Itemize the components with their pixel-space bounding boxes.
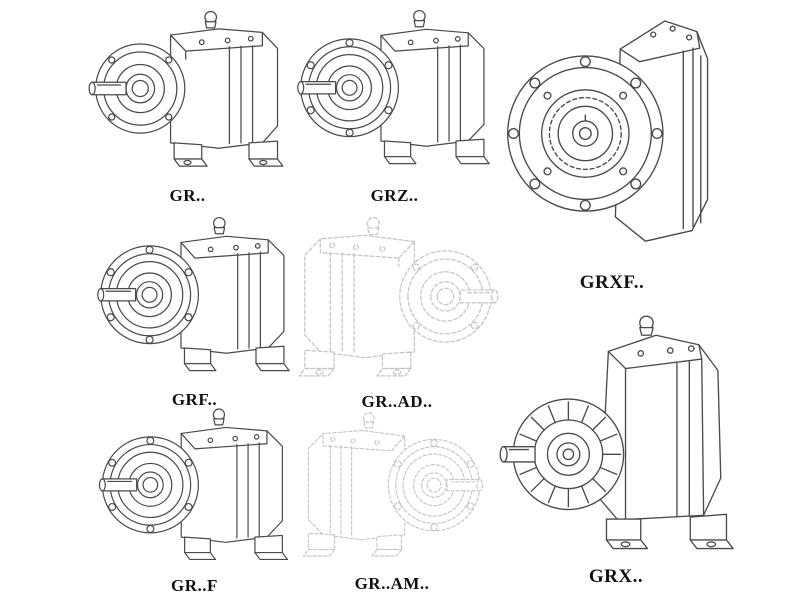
- gearbox-drawing-gr-ad: [292, 210, 502, 392]
- figure-gr-am: [292, 410, 492, 570]
- gearbox-drawing-grf: [92, 208, 297, 392]
- figure-gr-ad: [292, 210, 502, 392]
- figure-label-gr-am: GR..AM..: [354, 574, 430, 593]
- figure-label-grx: GRX..: [588, 566, 644, 587]
- gearbox-drawing-grx: [496, 296, 736, 564]
- figure-grf: [92, 208, 297, 392]
- figure-label-gr-ad: GR..AD..: [361, 392, 433, 411]
- figure-grxf: [498, 0, 726, 268]
- figure-label-grz: GRZ..: [370, 186, 419, 205]
- figure-gr: [85, 2, 290, 184]
- figure-grz: [292, 2, 497, 184]
- figure-label-gr-f: GR..F: [171, 576, 218, 595]
- gearbox-drawing-gr-am: [292, 410, 492, 570]
- figure-label-grxf: GRXF..: [579, 272, 645, 293]
- gearbox-drawing-gr-f: [92, 406, 297, 574]
- figure-label-grf: GRF..: [171, 390, 218, 409]
- gearbox-drawing-grz: [292, 2, 497, 184]
- figure-label-gr: GR..: [169, 186, 206, 205]
- gearbox-drawing-gr: [85, 2, 290, 184]
- figure-grx: [496, 296, 736, 564]
- gearbox-drawing-grxf: [498, 0, 726, 268]
- figure-gr-f: [92, 406, 297, 574]
